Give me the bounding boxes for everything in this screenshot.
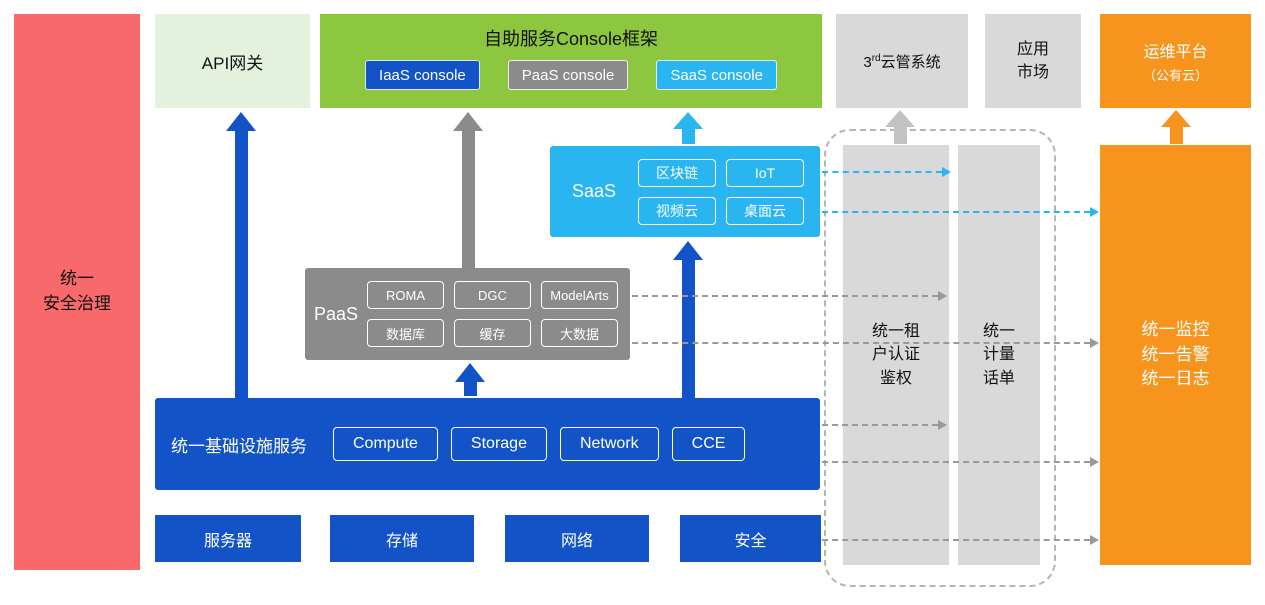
om-platform-label-line2: （公有云） bbox=[1142, 68, 1208, 83]
saas-console-chip: SaaS console bbox=[656, 60, 777, 90]
resource-box-network: 网络 bbox=[505, 515, 649, 562]
om-platform-label-line1: 运维平台 bbox=[1143, 44, 1208, 61]
infrastructure-item: CCE bbox=[671, 427, 746, 461]
resource-box-server: 服务器 bbox=[155, 515, 301, 562]
infrastructure-items: Compute Storage Network CCE bbox=[333, 427, 746, 461]
paas-items: ROMA DGC ModelArts 数据库 缓存 大数据 bbox=[367, 281, 618, 347]
paas-item: 缓存 bbox=[454, 319, 531, 347]
arrow-infra-to-api-gateway bbox=[226, 112, 256, 398]
arrow-infra-to-saas bbox=[673, 241, 703, 398]
saas-box: SaaS 区块链 IoT 视频云 桌面云 bbox=[550, 146, 820, 237]
saas-items: 区块链 IoT 视频云 桌面云 bbox=[638, 158, 804, 225]
connector-saas-to-auth bbox=[822, 167, 951, 177]
infrastructure-box: 统一基础设施服务 Compute Storage Network CCE bbox=[155, 398, 820, 490]
paas-item: 大数据 bbox=[541, 319, 618, 347]
metering-bar: 统一 计量 话单 bbox=[958, 145, 1040, 565]
security-governance-label: 统一 安全治理 bbox=[43, 269, 111, 313]
arrow-saas-to-console bbox=[673, 112, 703, 144]
paas-item: DGC bbox=[454, 281, 531, 309]
paas-box: PaaS ROMA DGC ModelArts 数据库 缓存 大数据 bbox=[305, 268, 630, 360]
connector-infra-to-auth bbox=[822, 420, 947, 430]
arrow-monitor-to-om-platform bbox=[1161, 110, 1191, 144]
infrastructure-item: Network bbox=[559, 427, 659, 461]
api-gateway-box: API网关 bbox=[155, 14, 310, 108]
console-frame-box: 自助服务Console框架 IaaS console PaaS console … bbox=[320, 14, 822, 108]
metering-label: 统一 计量 话单 bbox=[982, 323, 1015, 387]
paas-item: ModelArts bbox=[541, 281, 618, 309]
saas-item: 区块链 bbox=[638, 158, 716, 187]
connector-infra-to-monitor bbox=[822, 457, 1099, 467]
connector-paas-to-auth bbox=[632, 291, 947, 301]
tenant-auth-bar: 统一租 户认证 鉴权 bbox=[843, 145, 949, 565]
saas-item: IoT bbox=[726, 158, 804, 187]
app-market-label: 应用 市场 bbox=[1016, 40, 1049, 81]
arrow-paas-to-console bbox=[453, 112, 483, 268]
om-platform-box: 运维平台 （公有云） bbox=[1100, 14, 1251, 108]
arrow-auth-to-third-cloud bbox=[885, 110, 915, 144]
arrow-infra-to-paas bbox=[455, 363, 485, 396]
tenant-auth-label: 统一租 户认证 鉴权 bbox=[871, 323, 920, 387]
security-governance-bar: 统一 安全治理 bbox=[14, 14, 140, 570]
paas-console-chip: PaaS console bbox=[507, 60, 629, 90]
console-frame-title: 自助服务Console框架 bbox=[483, 29, 659, 49]
paas-item: 数据库 bbox=[367, 319, 444, 347]
third-party-cloud-box: 3rd云管系统 bbox=[836, 14, 968, 108]
resource-box-security: 安全 bbox=[680, 515, 821, 562]
monitoring-bar: 统一监控 统一告警 统一日志 bbox=[1100, 145, 1251, 565]
infrastructure-item: Storage bbox=[450, 427, 547, 461]
connector-paas-to-monitor bbox=[632, 338, 1099, 348]
app-market-box: 应用 市场 bbox=[985, 14, 1081, 108]
connector-saas-to-monitor bbox=[822, 207, 1099, 217]
monitoring-label: 统一监控 统一告警 统一日志 bbox=[1141, 320, 1210, 389]
paas-item: ROMA bbox=[367, 281, 444, 309]
saas-item: 桌面云 bbox=[726, 196, 804, 225]
console-chip-row: IaaS console PaaS console SaaS console bbox=[365, 60, 777, 90]
resource-box-storage: 存储 bbox=[330, 515, 474, 562]
infrastructure-label: 统一基础设施服务 bbox=[171, 436, 307, 456]
api-gateway-label: API网关 bbox=[201, 53, 264, 73]
third-party-cloud-label: 3rd云管系统 bbox=[863, 52, 941, 71]
saas-item: 视频云 bbox=[638, 196, 716, 225]
saas-label: SaaS bbox=[571, 181, 617, 201]
connector-security-to-monitor bbox=[822, 535, 1099, 545]
iaas-console-chip: IaaS console bbox=[365, 60, 480, 90]
common-services-dashed-outline bbox=[824, 129, 1056, 587]
paas-label: PaaS bbox=[313, 303, 359, 324]
infrastructure-item: Compute bbox=[333, 427, 438, 461]
